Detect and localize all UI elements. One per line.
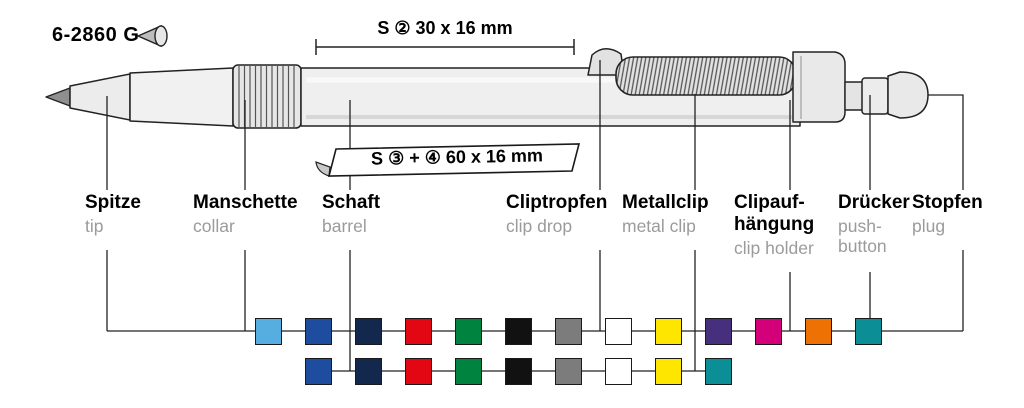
color-swatch-green [455,358,482,385]
color-swatch-blue [305,358,332,385]
color-swatch-yellow [655,318,682,345]
part-name-de: Metallclip [622,192,709,213]
part-name-de: Spitze [85,192,141,213]
part-name-en: metal clip [622,216,696,237]
clip-drop-shape [587,48,625,76]
part-name-en: push- button [838,216,887,257]
color-swatch-yellow [655,358,682,385]
part-label-metallclip: Metallclip metal clip [622,192,709,236]
color-swatch-navy [355,318,382,345]
part-name-en: clip holder [734,238,814,259]
part-label-cliptropfen: Cliptropfen clip drop [506,192,607,236]
part-label-stopfen: Stopfen plug [912,192,983,236]
color-swatch-navy [355,358,382,385]
pen-illustration [45,48,929,129]
color-swatch-white [605,358,632,385]
color-swatch-gray [555,358,582,385]
color-swatch-teal [855,318,882,345]
collar-ribs [238,66,295,127]
part-name-en: collar [193,216,235,237]
color-swatch-green [455,318,482,345]
color-swatch-red [405,358,432,385]
color-swatch-red [405,318,432,345]
part-label-spitze: Spitze tip [85,192,141,236]
color-swatch-light-blue [255,318,282,345]
imprint-banner-shape [315,143,581,177]
part-name-de: Manschette [193,192,298,213]
part-label-manschette: Manschette collar [193,192,298,236]
clip-holder-shape [792,51,846,123]
color-swatch-orange [805,318,832,345]
part-name-de: Stopfen [912,192,983,213]
color-swatch-black [505,358,532,385]
part-name-en: plug [912,216,946,237]
front-taper-shape [129,67,234,127]
color-swatch-blue [305,318,332,345]
part-name-de: Clipauf- hängung [734,192,815,236]
imprint-dimension-top: S ② 30 x 16 mm [377,18,513,38]
color-swatch-teal [705,358,732,385]
part-name-de: Cliptropfen [506,192,608,213]
color-swatch-magenta [755,318,782,345]
color-swatch-white [605,318,632,345]
pen-tip-icon [136,24,168,48]
part-label-druecker: Drücker push- button [838,192,910,257]
part-label-clipaufhaengung: Clipauf- hängung clip holder [734,192,814,258]
part-name-en: barrel [322,216,367,237]
color-swatch-purple [705,318,732,345]
part-name-en: tip [85,216,104,237]
dimension-bracket [315,39,575,55]
color-swatch-black [505,318,532,345]
part-name-en: clip drop [506,216,573,237]
part-label-schaft: Schaft barrel [322,192,380,236]
part-name-de: Schaft [322,192,381,213]
product-code: 6-2860 G [52,24,140,46]
part-name-de: Drücker [838,192,910,213]
color-swatch-gray [555,318,582,345]
